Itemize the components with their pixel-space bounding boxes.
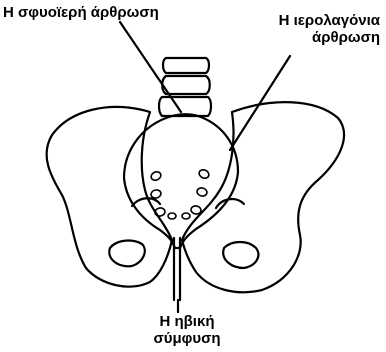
- right-ilium: [182, 102, 344, 292]
- leader-lumbo: [120, 22, 181, 112]
- label-sacroiliac-joint: Η ιερολαγόνια άρθρωση: [279, 12, 380, 46]
- left-obturator: [109, 241, 144, 267]
- label-pubic-symphysis-line1: Η ηβική: [142, 313, 232, 330]
- right-obturator: [223, 242, 258, 268]
- vertebra-2: [162, 76, 210, 94]
- vertebra-3: [159, 97, 211, 116]
- label-lumbosacral-joint-text: Η σφυοϊερή άρθρωση: [3, 4, 159, 21]
- vertebra-1: [163, 58, 209, 73]
- label-sacroiliac-joint-line1: Η ιερολαγόνια: [279, 12, 380, 29]
- label-lumbosacral-joint: Η σφυοϊερή άρθρωση: [3, 4, 159, 21]
- label-pubic-symphysis: Η ηβική σύμφυση: [142, 313, 232, 347]
- label-pubic-symphysis-line2: σύμφυση: [142, 330, 232, 347]
- left-ilium: [47, 107, 172, 287]
- sacrum: [124, 114, 238, 248]
- label-sacroiliac-joint-line2: άρθρωση: [279, 29, 380, 46]
